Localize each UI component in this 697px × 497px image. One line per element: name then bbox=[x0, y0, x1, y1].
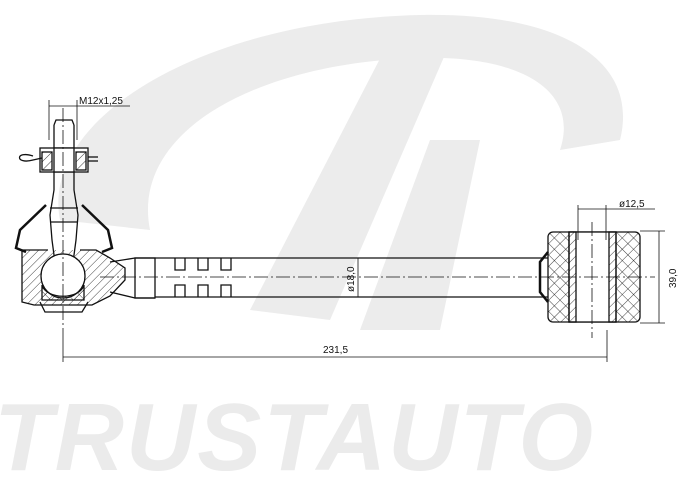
thread-dimension: M12x1,25 bbox=[79, 96, 123, 107]
rod-diameter-dimension: ø18,0 bbox=[346, 266, 357, 292]
rod-grooves bbox=[174, 258, 232, 297]
cotter-pin-icon bbox=[18, 154, 43, 162]
watermark-text: TRUSTAUTO bbox=[0, 384, 595, 491]
watermark-logo: TRUSTAUTO bbox=[0, 14, 624, 491]
center-lines bbox=[62, 108, 655, 338]
overall-length-dimension: 231,5 bbox=[323, 345, 348, 356]
bushing-width-dimension: 39,0 bbox=[668, 268, 679, 288]
dimension-lines bbox=[48, 100, 665, 362]
bore-dimension: ø12,5 bbox=[619, 199, 645, 210]
